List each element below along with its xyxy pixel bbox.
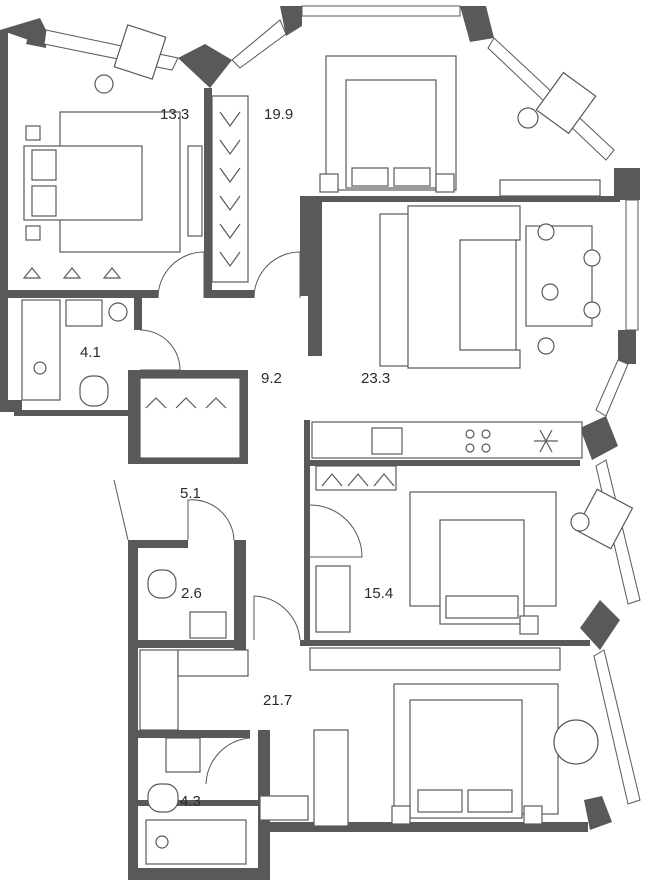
counter [311,421,583,459]
bath-south [145,737,309,865]
sofa [407,205,521,369]
sink [165,737,201,773]
sink [189,611,227,639]
closet-north [211,95,249,283]
toilet [147,783,179,813]
fan [534,429,558,453]
area-labels: 13.3 19.9 4.1 9.2 23.3 5.1 2.6 15.4 21.7… [80,106,393,810]
nightstand [435,173,455,193]
bathtub [21,299,61,401]
pillow [445,595,519,619]
nightstand [25,125,41,141]
radiator [499,179,601,197]
wc [147,569,227,639]
pillow [393,167,431,187]
hall-wardrobe [139,377,241,459]
desk [113,24,167,80]
doors [113,251,363,785]
area-label-bedroom-east: 15.4 [364,585,393,602]
dresser [187,145,203,237]
toilet [147,569,177,599]
bedroom-east [315,465,634,635]
closet [315,565,351,633]
area-label-bedroom-nw: 13.3 [160,106,189,123]
chair [517,107,539,129]
interior-walls [8,88,620,806]
hangers [219,111,241,268]
chair [570,512,590,532]
closet [313,729,349,827]
area-label-bath-south: 4.3 [180,793,201,810]
desk [535,71,597,135]
area-label-corridor: 5.1 [180,485,201,502]
bedroom-north [319,55,601,197]
area-label-bath-west: 4.1 [80,344,101,361]
pillow [31,185,57,217]
wardrobe [259,795,309,821]
area-label-wc: 2.6 [181,585,202,602]
area-label-living: 23.3 [361,370,390,387]
pillow [31,149,57,181]
pillow [417,789,463,813]
kitchen [311,421,583,459]
bedroom-south [139,647,599,827]
area-label-hall: 9.2 [261,370,282,387]
desk [574,488,634,550]
sink [371,427,403,455]
pillow [467,789,513,813]
closet [139,649,179,731]
toilet [79,375,109,407]
pillow [351,167,389,187]
sink [65,299,103,327]
dining-table [525,225,593,327]
nightstand [391,805,411,825]
bedroom-nw [22,24,203,279]
living [379,205,601,369]
nightstand [319,173,339,193]
area-label-closet-north: 19.9 [264,106,293,123]
nightstand [523,805,543,825]
wardrobe [309,647,561,671]
chair [94,74,114,94]
armchair [553,719,599,765]
nightstand [25,225,41,241]
wardrobe-rack [211,95,249,283]
nightstand [519,615,539,635]
shelf [177,649,249,677]
hangers [22,267,122,279]
area-label-bedroom-south: 21.7 [263,692,292,709]
bath-west [21,299,128,407]
